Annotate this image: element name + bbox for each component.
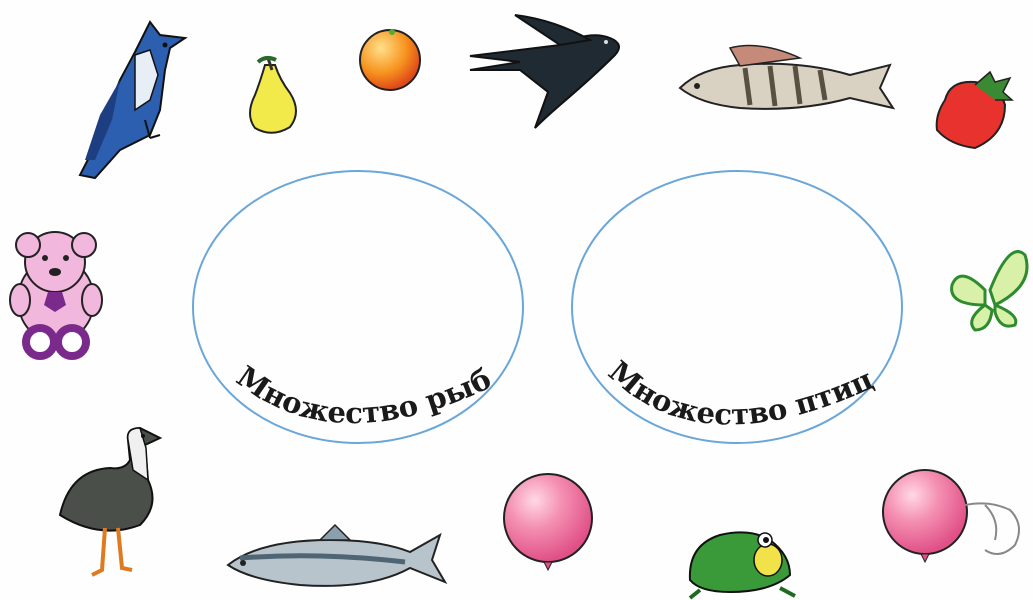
strawberry-image[interactable] [937,72,1012,148]
fish-set-circle[interactable]: Множество рыб [193,171,523,443]
herring-image[interactable] [228,525,445,586]
perch-image[interactable] [680,46,893,109]
orange-image[interactable] [360,29,420,90]
balloon-image-2[interactable] [883,470,1019,562]
butterfly-image[interactable] [952,252,1027,330]
swallow-image[interactable] [470,15,619,128]
goose-image[interactable] [60,428,160,575]
balloon-image-1[interactable] [504,474,592,570]
teddy-bear-image[interactable] [10,232,102,356]
blue-jay-image[interactable] [80,22,185,178]
frog-image[interactable] [690,532,795,598]
bird-set-circle[interactable]: Множество птиц [572,171,902,443]
pear-image[interactable] [250,58,296,133]
fish-set-label: Множество рыб [231,359,497,430]
